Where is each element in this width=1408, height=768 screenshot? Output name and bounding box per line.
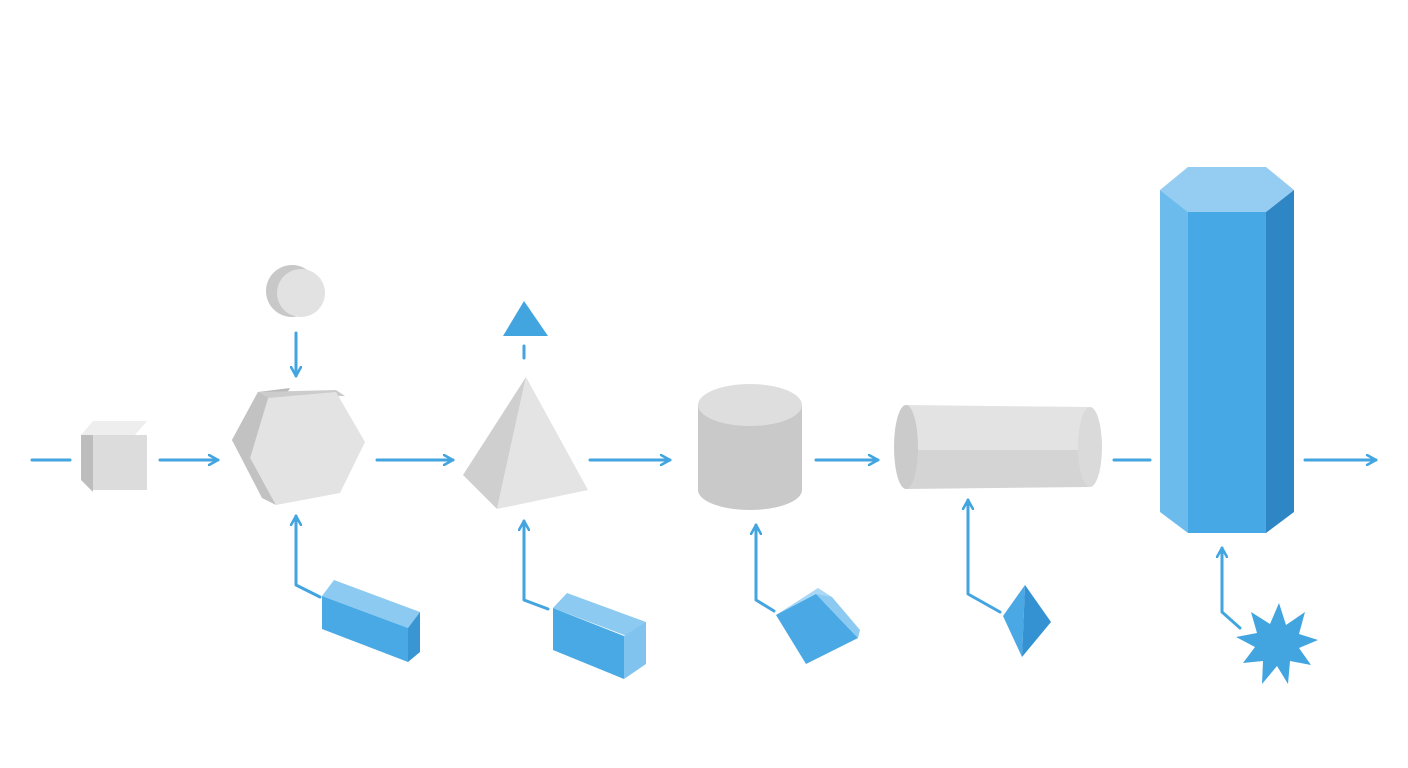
tube-lower-body <box>906 450 1090 489</box>
diamond-right <box>1022 585 1051 657</box>
arrow-block-to-hexagon <box>296 514 322 599</box>
stage-6-tall-prism <box>1160 167 1294 533</box>
pyramid-front-face <box>497 377 588 509</box>
prism-left-face <box>1160 190 1188 533</box>
blue-tilted-cube-input <box>776 588 860 664</box>
block-2-side <box>624 622 646 679</box>
stage-3-pyramid <box>463 377 588 509</box>
cube-top-face <box>81 421 147 435</box>
prism-right-face <box>1266 190 1294 533</box>
cube-side-face <box>81 435 93 492</box>
block-1-front <box>322 596 408 662</box>
prism-top-face <box>1160 167 1294 212</box>
prism-front-face <box>1188 212 1266 533</box>
tube-left-end <box>894 405 918 489</box>
block-1-side <box>408 612 420 662</box>
stage-2-hexagonal-prism <box>232 388 365 505</box>
block-2-top <box>553 593 646 638</box>
arrow-cube-to-cylinder <box>756 523 776 613</box>
block-2-front <box>553 608 624 679</box>
hexagon-front-face <box>250 392 365 505</box>
starburst-input <box>1236 603 1318 684</box>
stage-1-cube <box>81 421 147 492</box>
tube-upper-body <box>906 405 1090 450</box>
tilted-cube-front <box>776 594 858 664</box>
cylinder-top <box>698 384 802 426</box>
hexagon-left-face <box>232 392 276 505</box>
tube-right-end <box>1078 407 1102 487</box>
side-connectors <box>296 331 1242 630</box>
stage-5-tube <box>894 405 1102 489</box>
blue-block-input-1 <box>322 580 420 662</box>
stage-4-cylinder <box>698 384 802 510</box>
arrow-block-to-pyramid <box>524 519 550 611</box>
triangle-output <box>503 301 548 336</box>
sphere-input <box>266 265 325 317</box>
blue-diamond-input <box>1003 585 1051 657</box>
pyramid-left-face <box>463 377 526 509</box>
arrow-diamond-to-tube <box>968 498 1002 614</box>
cube-front-face <box>93 435 147 490</box>
sphere-body <box>277 269 325 317</box>
diamond-left <box>1003 585 1025 657</box>
arrow-starburst-to-prism <box>1222 546 1242 630</box>
tilted-cube-side <box>816 594 860 638</box>
block-1-top <box>322 580 420 628</box>
blue-block-input-2 <box>553 593 646 679</box>
cylinder-body <box>698 405 802 510</box>
